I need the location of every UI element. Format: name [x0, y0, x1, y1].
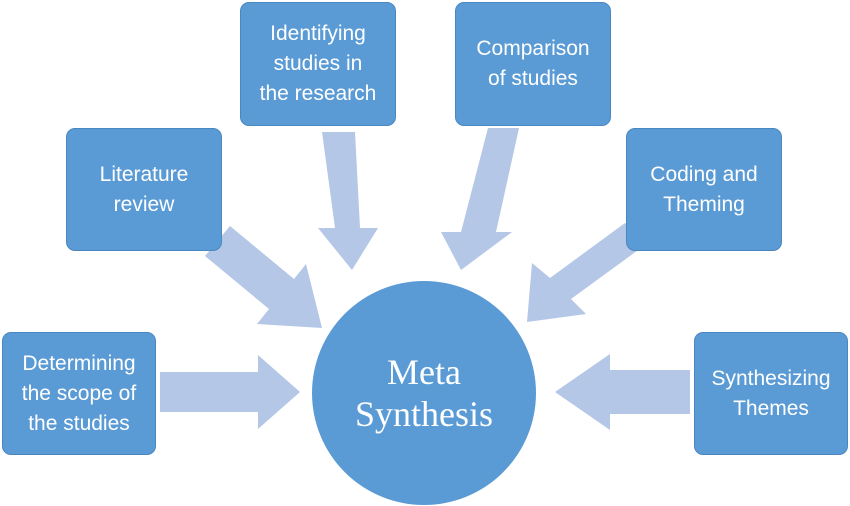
step-text-line: of studies [488, 67, 578, 90]
step-box-determining-scope: Determining the scope of the studies [2, 332, 156, 455]
step-box-synthesizing-themes: Synthesizing Themes [694, 332, 848, 455]
step-text-line: Themes [733, 396, 809, 420]
arrow-comparison-to-center [441, 128, 519, 270]
center-circle-meta-synthesis: Meta Synthesis [312, 281, 536, 505]
arrow-coding-to-center [527, 223, 645, 322]
center-label-line1: Meta [387, 352, 461, 392]
step-text-line: Determining [22, 351, 136, 375]
arrow-identifying-to-center [318, 132, 378, 270]
step-box-coding-and-theming: Coding and Theming [626, 128, 782, 251]
step-text-line: the scope of [21, 381, 137, 405]
arrow-synthesizing-to-center [555, 354, 690, 430]
arrow-scope-to-center [160, 355, 300, 429]
center-label-line2: Synthesis [354, 394, 494, 434]
step-text-line: Literature [99, 162, 189, 186]
step-text-line: studies in [273, 52, 363, 75]
arrow-literature-to-center [205, 226, 322, 328]
step-text-line: the studies [28, 411, 130, 435]
step-text-line: Synthesizing [711, 366, 831, 390]
step-text-line: the research [259, 82, 377, 105]
step-text-line: Coding and [650, 162, 758, 186]
step-box-literature-review: Literature review [66, 128, 222, 251]
step-text-line: Theming [663, 192, 745, 216]
step-text-line: Identifying [270, 22, 366, 45]
step-text-line: Comparison [476, 37, 590, 60]
step-box-identifying-studies: Identifying studies in the research [240, 2, 396, 126]
step-box-comparison-of-studies: Comparison of studies [455, 2, 611, 126]
step-text-line: review [113, 192, 175, 216]
